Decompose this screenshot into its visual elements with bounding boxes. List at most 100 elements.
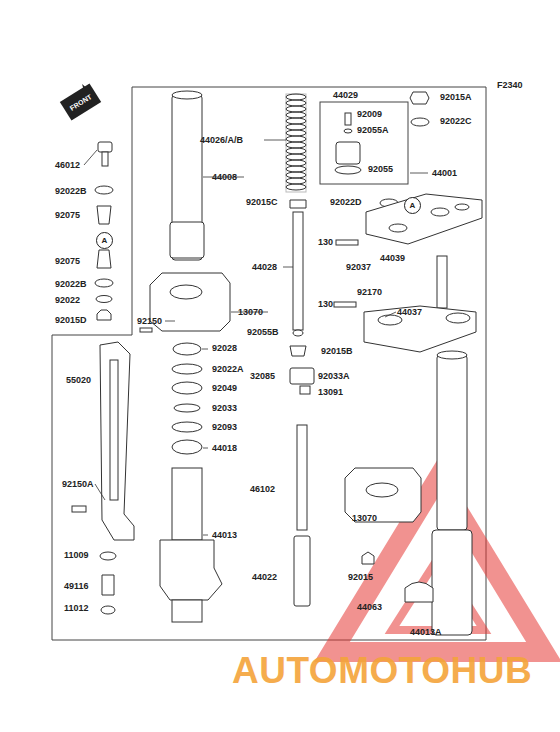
fork-part [290, 368, 314, 384]
fork-part [290, 200, 306, 208]
fork-part [294, 536, 310, 606]
leader-line [84, 150, 97, 165]
callout-number: 92022 [55, 295, 80, 306]
callout-number: 55020 [66, 375, 91, 386]
fork-part [345, 113, 351, 125]
callout-number: 44018 [212, 443, 237, 454]
fork-part [293, 330, 303, 336]
fork-part [100, 342, 134, 540]
fork-part [172, 600, 202, 622]
fork-part [140, 328, 152, 332]
fork-part [455, 204, 469, 210]
callout-number: 49116 [64, 581, 89, 592]
spring-coil [286, 136, 306, 142]
callout-number: 92015B [321, 346, 353, 357]
frame-line [52, 87, 486, 640]
fork-part [437, 351, 467, 359]
callout-number: 92037 [346, 262, 371, 273]
callout-number: 92093 [212, 422, 237, 433]
callout-number: 92009 [357, 109, 382, 120]
callout-number: 92015D [55, 315, 87, 326]
spring-coil [286, 124, 306, 130]
fork-part [97, 250, 111, 268]
callout-number: 44037 [397, 307, 422, 318]
fork-part [290, 346, 306, 356]
spring-coil [286, 106, 306, 112]
reference-circle: A [96, 232, 113, 249]
fork-part [170, 222, 204, 258]
callout-number: 92033A [318, 371, 350, 382]
reference-circle: A [404, 197, 421, 214]
fork-part [344, 129, 352, 133]
fork-part [110, 360, 118, 500]
leader-line [84, 140, 428, 535]
callout-number: 92022B [55, 279, 87, 290]
fork-part [172, 440, 202, 454]
fork-part [405, 582, 433, 602]
fork-part [100, 552, 116, 560]
frame-line [320, 102, 408, 184]
callout-number: 92055 [368, 164, 393, 175]
callout-number: 13091 [318, 387, 343, 398]
fork-part [336, 142, 360, 164]
callout-number: 44039 [380, 253, 405, 264]
callout-number: 11009 [64, 550, 89, 561]
leader-line [203, 448, 208, 449]
callout-number: 13070 [352, 513, 377, 524]
spring-coil [286, 148, 306, 154]
fork-part [170, 285, 202, 299]
callout-number: 32085 [250, 371, 275, 382]
spring-coil [286, 160, 306, 166]
fork-part [172, 468, 202, 540]
fork-part [72, 91, 482, 635]
fork-part [446, 313, 470, 323]
fork-part [172, 422, 202, 432]
fork-part [172, 91, 202, 99]
fork-part [300, 386, 310, 394]
leader-line [203, 535, 208, 536]
callout-number: 92075 [55, 256, 80, 267]
callout-number: 44022 [252, 572, 277, 583]
fork-part [293, 212, 303, 330]
fork-part [95, 186, 113, 194]
spring-coil [286, 172, 306, 178]
frame-line [52, 87, 486, 640]
callout-number: 92022D [330, 197, 362, 208]
callout-number: 92075 [55, 210, 80, 221]
spring-coil [286, 100, 306, 106]
fork-part [366, 483, 398, 497]
fork-part [437, 355, 467, 530]
fork-part [95, 279, 113, 287]
callout-number: 44013 [212, 530, 237, 541]
leader-line [410, 173, 428, 174]
fork-part [297, 425, 307, 530]
spring-coil [286, 94, 306, 190]
fork-part [432, 530, 472, 635]
fork-part [410, 92, 429, 104]
callout-number: 92150 [137, 316, 162, 327]
callout-number: 13070 [238, 307, 263, 318]
callout-number: 44063 [357, 602, 382, 613]
fork-part [96, 296, 112, 303]
callout-number: 92028 [212, 343, 237, 354]
spring-coil [286, 94, 306, 100]
fork-part [172, 382, 202, 394]
fork-part [411, 118, 429, 126]
fork-part [336, 240, 358, 245]
spring-coil [286, 142, 306, 148]
fork-part [366, 194, 482, 244]
callout-number: 92022C [440, 116, 472, 127]
callout-number: 92022A [212, 364, 244, 375]
callout-number: 44008 [212, 172, 237, 183]
fork-part [172, 364, 202, 374]
node-text: A [410, 201, 416, 210]
callout-number: 92055B [247, 327, 279, 338]
callout-number: 44013A [410, 627, 442, 638]
leader-line [264, 140, 286, 141]
fork-part [97, 310, 111, 320]
fork-part [173, 343, 201, 355]
fork-part [334, 302, 356, 307]
callout-number: 130 [318, 237, 333, 248]
callout-number: 92015C [246, 197, 278, 208]
spring-coil [286, 178, 306, 184]
